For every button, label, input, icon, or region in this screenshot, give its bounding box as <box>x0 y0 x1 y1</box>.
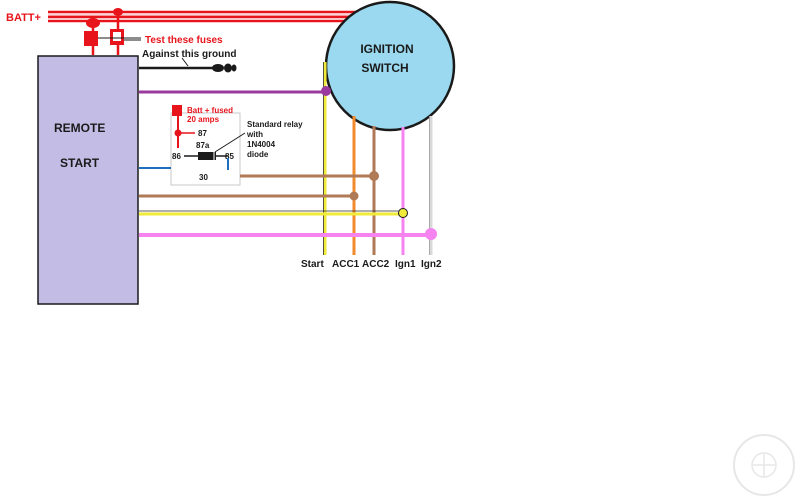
label-acc2: ACC2 <box>362 259 390 270</box>
relay-note-pointer <box>214 132 246 153</box>
label-acc1: ACC1 <box>332 259 360 270</box>
against-ground-label: Against this ground <box>142 49 236 60</box>
batt-label: BATT+ <box>6 12 41 24</box>
ground-symbol <box>212 63 237 73</box>
label-ign1: Ign1 <box>395 259 416 270</box>
junction-purple <box>321 86 331 96</box>
remote-label: REMOTE <box>54 121 105 135</box>
switch-label: SWITCH <box>361 61 408 75</box>
relay-note-line3: 1N4004 <box>247 140 276 149</box>
amps-label: 20 amps <box>187 115 220 124</box>
junction-acc2 <box>369 171 379 181</box>
junction-ign1 <box>398 208 408 218</box>
pin-30-label: 30 <box>199 173 208 182</box>
relay-note-line1: Standard relay <box>247 120 303 129</box>
test-fuses-label: Test these fuses <box>145 35 223 46</box>
diode-symbol <box>198 152 216 160</box>
fuse-left <box>84 17 100 55</box>
pin-85-label: 85 <box>225 152 234 161</box>
junction-ign2 <box>425 228 437 240</box>
label-ign2: Ign2 <box>421 259 442 270</box>
pin-87a-label: 87a <box>196 141 210 150</box>
relay-box <box>170 112 241 186</box>
start-label: START <box>60 156 100 170</box>
relay-note-line2: with <box>246 130 263 139</box>
batt-fused-label: Batt + fused <box>187 106 233 115</box>
pin-87-label: 87 <box>198 129 207 138</box>
remote-start-module <box>37 55 139 305</box>
relay-note-line4: diode <box>247 150 269 159</box>
watermark-logo <box>733 434 795 496</box>
pin-86-label: 86 <box>172 152 181 161</box>
ignition-label: IGNITION <box>360 42 413 56</box>
label-start: Start <box>301 259 324 270</box>
relay-fuse <box>172 105 182 116</box>
junction-acc1 <box>349 191 359 201</box>
fuse-right <box>110 8 124 55</box>
